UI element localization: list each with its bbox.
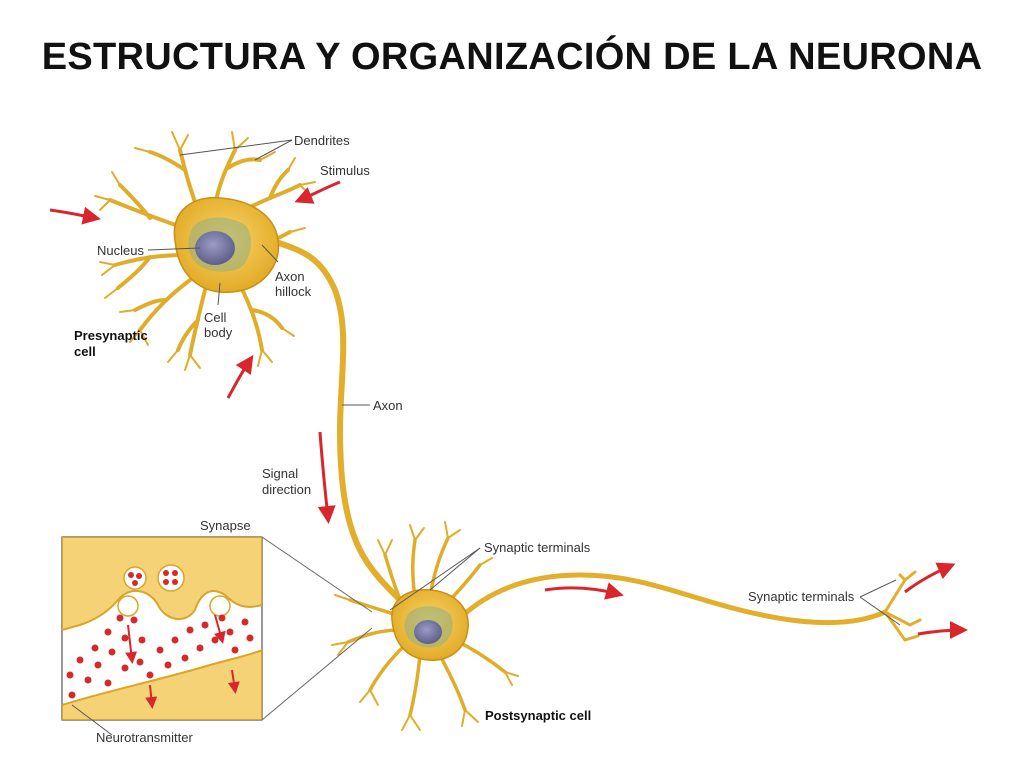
label-presynaptic-2: cell [74,344,96,359]
label-axon-hillock-1: Axon [275,269,305,284]
presynaptic-nucleus [195,231,235,265]
output-arrow-bottom [917,621,968,640]
postsynaptic-nucleus [414,620,442,644]
label-signal-1: Signal [262,466,298,481]
neurotransmitter-molecules [66,614,254,699]
postsynaptic-axon [457,572,888,626]
postsynaptic-dendrite-tips [331,521,519,731]
signal-direction-arrow [317,431,336,524]
postsynaptic-dendrites [346,536,507,717]
signal-arrows [49,180,968,640]
presynaptic-cell-body [173,196,280,293]
label-postsynaptic-cell: Postsynaptic cell [485,708,591,723]
label-dendrites: Dendrites [294,133,350,148]
label-signal-2: direction [262,482,311,497]
label-neurotransmitter: Neurotransmitter [96,730,193,745]
axon [267,237,403,603]
stimulus-arrow-top [294,180,341,204]
postsynaptic-signal-arrow [544,582,624,600]
synapse-inset [61,536,263,721]
presynaptic-dendrite-tips [94,131,316,371]
label-synaptic-terminals-b: Synaptic terminals [748,589,855,604]
label-nucleus: Nucleus [97,243,144,258]
label-axon: Axon [373,398,403,413]
output-arrow-top [904,562,956,594]
label-cell-body-2: body [204,325,233,340]
stimulus-arrow-left [49,206,101,225]
label-stimulus: Stimulus [320,163,370,178]
label-cell-body-1: Cell [204,310,227,325]
stimulus-arrow-bottom [226,355,254,399]
postsynaptic-axon-terminals [883,570,922,642]
postsynaptic-cell-body [391,589,469,661]
leader-lines [71,139,901,736]
label-synapse: Synapse [200,518,251,533]
label-synaptic-terminals-a: Synaptic terminals [484,540,591,555]
inset-connectors [261,536,373,721]
label-presynaptic-1: Presynaptic [74,328,148,343]
page-title: ESTRUCTURA Y ORGANIZACIÓN DE LA NEURONA [41,36,983,78]
label-axon-hillock-2: hillock [275,284,312,299]
